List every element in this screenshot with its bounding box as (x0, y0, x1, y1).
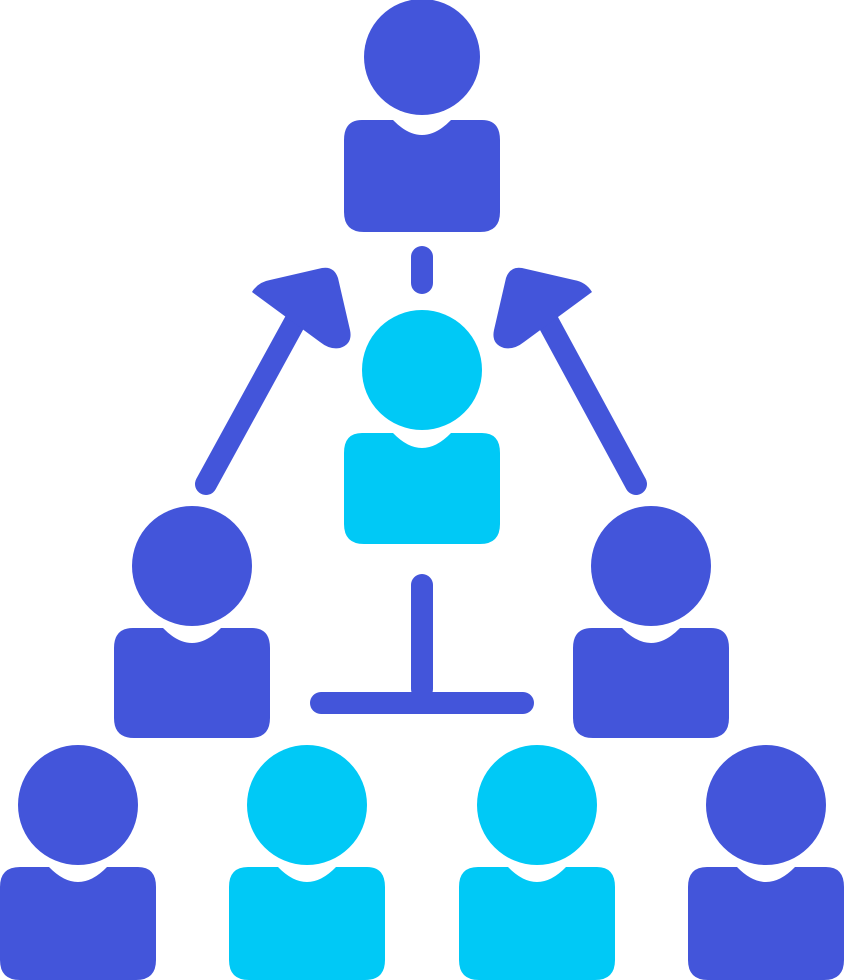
connector-line (411, 246, 433, 294)
bottom-person-3-icon (459, 745, 615, 980)
bottom-person-2-icon (229, 745, 385, 980)
mid-left-person-icon (114, 506, 270, 738)
center-person-icon (344, 310, 500, 544)
t-connector (310, 574, 534, 714)
bottom-person-4-icon (688, 745, 844, 980)
mid-right-person-icon (573, 506, 729, 738)
bottom-person-1-icon (0, 745, 156, 980)
leader-person-icon (344, 0, 500, 232)
arrow-up-left-icon (195, 267, 351, 495)
arrow-up-right-icon (493, 267, 647, 495)
